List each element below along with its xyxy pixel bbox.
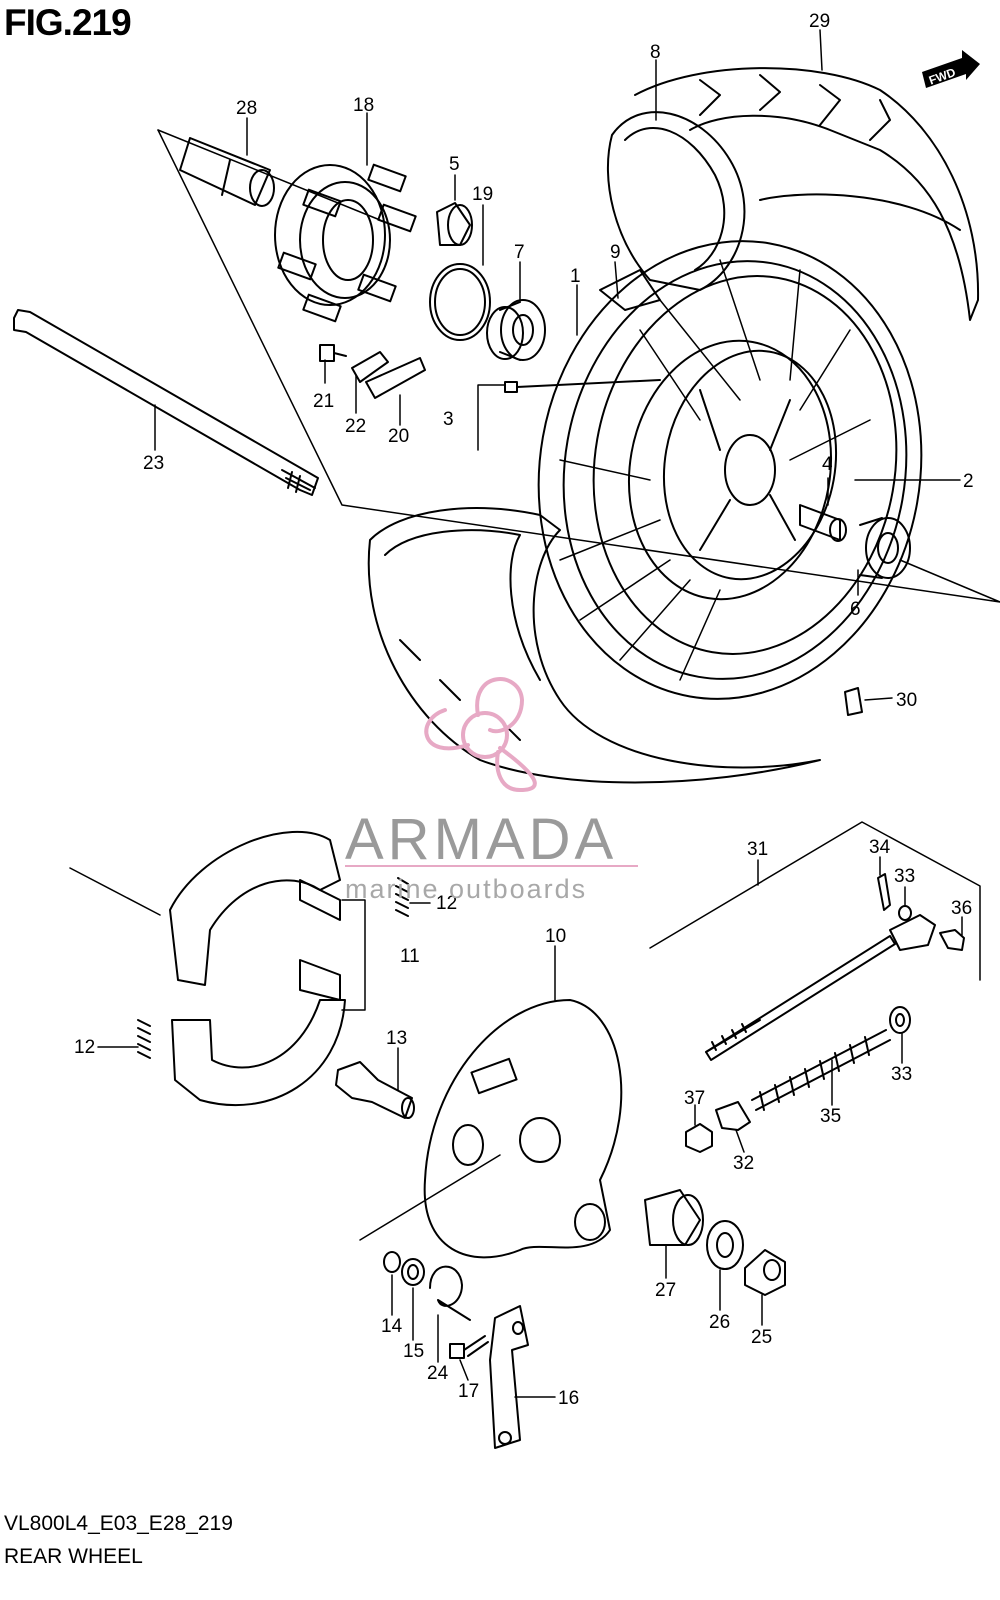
callout-11: 11 bbox=[400, 946, 420, 967]
svg-text:FWD: FWD bbox=[927, 65, 958, 88]
brake-cam-13 bbox=[335, 1061, 415, 1119]
brake-shoe-lower-11 bbox=[171, 959, 346, 1107]
callout-4: 4 bbox=[822, 454, 833, 475]
model-code: VL800L4_E03_E28_219 bbox=[4, 1512, 233, 1535]
brake-panel-10 bbox=[423, 999, 623, 1259]
spacer-4 bbox=[799, 504, 847, 542]
hub-group-line bbox=[157, 129, 1000, 603]
callout-37: 37 bbox=[684, 1088, 705, 1109]
callout-33a: 33 bbox=[894, 866, 915, 887]
callout-14: 14 bbox=[381, 1316, 403, 1337]
spring-12b bbox=[137, 1019, 151, 1059]
spoke-nipple-3 bbox=[504, 379, 661, 393]
callout-1: 1 bbox=[570, 266, 581, 287]
callout-13: 13 bbox=[386, 1028, 407, 1049]
washer-15 bbox=[401, 1258, 425, 1286]
callout-18: 18 bbox=[353, 95, 374, 116]
bearing-7 bbox=[486, 299, 546, 361]
washer-33b bbox=[889, 1006, 911, 1034]
callout-23: 23 bbox=[143, 453, 164, 474]
brake-shoe-upper-11 bbox=[169, 830, 341, 986]
callout-5: 5 bbox=[449, 154, 460, 175]
hub-2 bbox=[627, 339, 838, 601]
axle-group-line bbox=[359, 1154, 501, 1241]
o-ring-19 bbox=[429, 263, 491, 341]
damper-5 bbox=[436, 202, 473, 246]
sprocket-drum-18 bbox=[274, 163, 417, 323]
callout-2: 2 bbox=[963, 471, 974, 492]
bolt-17 bbox=[449, 1335, 489, 1359]
tire-29 bbox=[634, 67, 980, 321]
callout-9: 9 bbox=[610, 242, 621, 263]
fwd-arrow-icon: FWD bbox=[922, 50, 980, 88]
section-name: REAR WHEEL bbox=[4, 1545, 143, 1568]
collar-28 bbox=[179, 137, 275, 207]
callout-36: 36 bbox=[951, 898, 972, 919]
spring-24 bbox=[429, 1265, 471, 1321]
nut-25 bbox=[744, 1249, 786, 1296]
callout-17: 17 bbox=[458, 1381, 479, 1402]
plate-20 bbox=[365, 357, 426, 399]
hub-group-line-b bbox=[157, 129, 381, 221]
callout-19: 19 bbox=[472, 184, 493, 205]
callout-16: 16 bbox=[558, 1388, 579, 1409]
callout-29: 29 bbox=[809, 11, 830, 32]
circlip-14 bbox=[383, 1251, 401, 1273]
spring-12a bbox=[395, 877, 409, 917]
callout-26: 26 bbox=[709, 1312, 730, 1333]
callout-24: 24 bbox=[427, 1363, 449, 1384]
bolt-21 bbox=[319, 344, 347, 362]
lock-plate-22 bbox=[351, 351, 389, 383]
callout-25: 25 bbox=[751, 1327, 772, 1348]
callout-7: 7 bbox=[514, 242, 525, 263]
callout-27: 27 bbox=[655, 1280, 676, 1301]
callout-12b: 12 bbox=[74, 1037, 95, 1058]
tire-lower bbox=[367, 507, 821, 784]
figure-title: FIG.219 bbox=[4, 2, 132, 43]
collar-27 bbox=[644, 1189, 704, 1246]
cotter-pin-34 bbox=[877, 873, 891, 911]
bearing-6 bbox=[859, 517, 911, 579]
axle-23 bbox=[13, 309, 319, 496]
callout-28: 28 bbox=[236, 98, 257, 119]
callout-3: 3 bbox=[443, 409, 454, 430]
callout-leaders bbox=[97, 29, 963, 1398]
callout-20: 20 bbox=[388, 426, 409, 447]
wheel-rim-1 bbox=[537, 240, 923, 700]
brake-lever-16 bbox=[489, 1305, 529, 1449]
valve-cap-30 bbox=[844, 687, 863, 716]
callout-8: 8 bbox=[650, 42, 661, 63]
callout-33b: 33 bbox=[891, 1064, 912, 1085]
callout-15: 15 bbox=[403, 1341, 424, 1362]
callout-30: 30 bbox=[896, 690, 917, 711]
callout-32: 32 bbox=[733, 1153, 754, 1174]
callout-22: 22 bbox=[345, 416, 366, 437]
o-ring-19-inner bbox=[434, 268, 486, 336]
callout-6: 6 bbox=[850, 599, 861, 620]
nut-37 bbox=[685, 1123, 713, 1153]
watermark-rule bbox=[345, 865, 638, 867]
callout-31: 31 bbox=[747, 839, 768, 860]
brake-rod-group-line bbox=[649, 821, 981, 981]
brake-rod-31 bbox=[705, 914, 936, 1061]
pin-36 bbox=[939, 929, 965, 951]
washer-26 bbox=[706, 1220, 744, 1270]
watermark-tagline: marine outboards bbox=[345, 874, 588, 904]
callout-35: 35 bbox=[820, 1106, 841, 1127]
washer-33a bbox=[898, 905, 912, 921]
watermark-brand: ARMADA bbox=[345, 807, 618, 872]
callout-34: 34 bbox=[869, 837, 891, 858]
callout-21: 21 bbox=[313, 391, 334, 412]
callout-labels: 1 2 3 4 5 6 7 8 9 10 11 12 12 13 14 15 1… bbox=[74, 11, 974, 1409]
rim-band-9 bbox=[599, 269, 661, 311]
callout-10: 10 bbox=[545, 926, 566, 947]
brake-group-line bbox=[69, 867, 161, 916]
callout-12a: 12 bbox=[436, 893, 457, 914]
propeller-icon bbox=[424, 677, 537, 792]
joint-32 bbox=[715, 1101, 751, 1131]
spring-35 bbox=[751, 1029, 891, 1111]
